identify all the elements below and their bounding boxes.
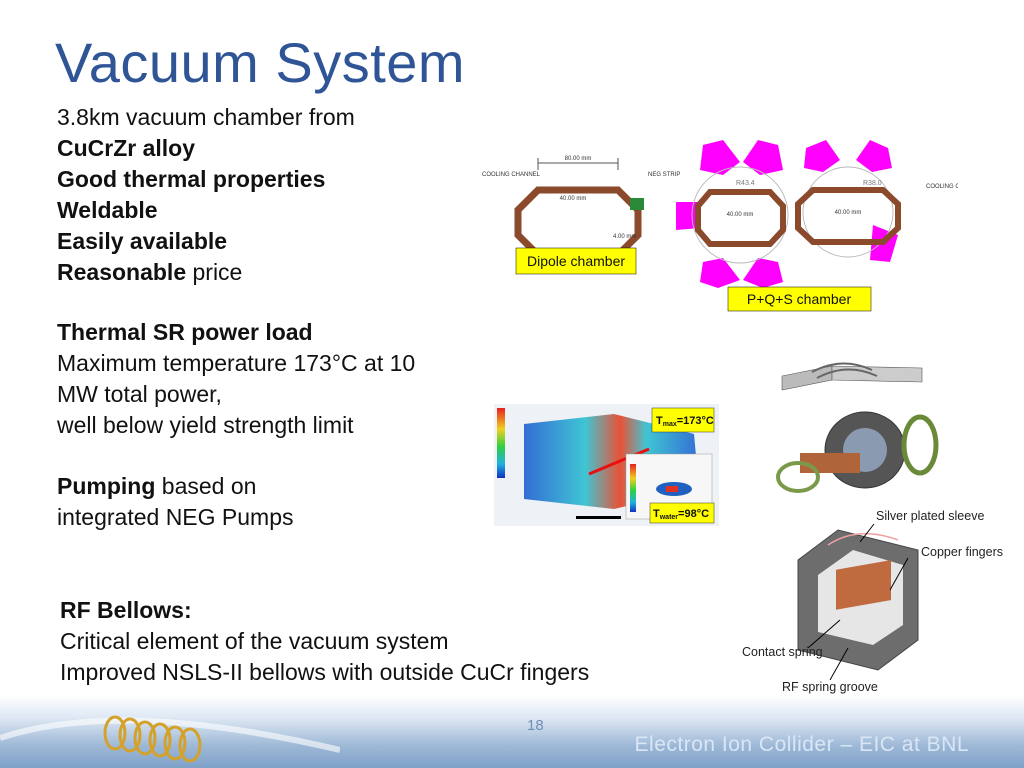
footer-title: Electron Ion Collider – EIC at BNL xyxy=(634,733,969,756)
rf-heading: RF Bellows: xyxy=(60,597,192,623)
rf-finger-schematic xyxy=(772,338,932,406)
intro-line: Weldable xyxy=(57,197,158,223)
dipole-chamber-label: Dipole chamber xyxy=(527,253,625,269)
radius-label: R38.0 xyxy=(863,180,882,187)
radius-label: R43.4 xyxy=(736,180,755,187)
bellows-cutaway-figure xyxy=(778,520,928,680)
intro-line: Easily available xyxy=(57,228,228,254)
pqs-chamber-label: P+Q+S chamber xyxy=(747,291,852,307)
thickness-dim-label: 4.00 mm xyxy=(613,234,636,240)
thermal-simulation-figure: Tmax=173°C Twater=98°C xyxy=(494,404,719,526)
slide-number: 18 xyxy=(527,717,544,734)
footer-decoration xyxy=(0,715,340,763)
cooling-channel-label: COOLING CHANNEL xyxy=(482,172,541,178)
thermal-line: MW total power, xyxy=(57,381,222,407)
thermal-line: Maximum temperature 173°C at 10 xyxy=(57,350,416,376)
height-dim-label: 40.00 mm xyxy=(560,196,587,202)
thermal-block: Thermal SR power load Maximum temperatur… xyxy=(57,317,415,441)
thermal-line: well below yield strength limit xyxy=(57,412,354,438)
intro-block: 3.8km vacuum chamber from CuCrZr alloy G… xyxy=(57,102,355,288)
silver-sleeve-caption: Silver plated sleeve xyxy=(876,509,985,523)
copper-fingers-caption: Copper fingers xyxy=(921,545,1003,559)
rf-line: Critical element of the vacuum system xyxy=(60,628,449,654)
intro-line: Good thermal properties xyxy=(57,166,326,192)
rf-bellows-block: RF Bellows: Critical element of the vacu… xyxy=(60,595,589,688)
contact-spring-caption: Contact spring xyxy=(742,645,823,659)
rf-spring-groove-caption: RF spring groove xyxy=(782,680,878,694)
intro-line: Reasonable price xyxy=(57,259,243,285)
twater-label: Twater=98°C xyxy=(653,508,709,521)
slide-title: Vacuum System xyxy=(55,31,466,94)
pumping-line: integrated NEG Pumps xyxy=(57,504,294,530)
intro-line: 3.8km vacuum chamber from xyxy=(57,104,355,130)
thermal-heading: Thermal SR power load xyxy=(57,319,313,345)
intro-line: CuCrZr alloy xyxy=(57,135,196,161)
bellows-assembly-figure xyxy=(760,405,950,505)
chamber-cross-section-figure: 80.00 mm 40.00 mm 4.00 mm COOLING CHANNE… xyxy=(478,140,958,315)
rf-line: Improved NSLS-II bellows with outside Cu… xyxy=(60,659,590,685)
pumping-block: Pumping based on integrated NEG Pumps xyxy=(57,471,294,533)
svg-text:40.00 mm: 40.00 mm xyxy=(727,212,754,218)
pqs-chamber-shapes: 40.00 mm 40.00 mm xyxy=(676,140,901,288)
neg-strip-label: NEG STRIP xyxy=(648,172,680,178)
width-dim-label: 80.00 mm xyxy=(565,156,592,162)
cooling-channel-label: COOLING CHANNEL xyxy=(926,184,958,190)
tmax-label: Tmax=173°C xyxy=(656,415,714,428)
pumping-line: Pumping based on xyxy=(57,473,257,499)
svg-text:40.00 mm: 40.00 mm xyxy=(835,210,862,216)
